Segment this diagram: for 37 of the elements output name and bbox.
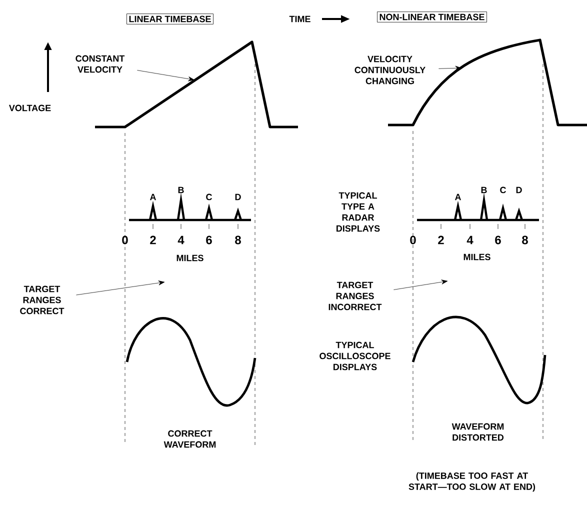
callout-text: TARGET RANGES CORRECT — [20, 286, 64, 314]
scale-number: 0 — [410, 236, 416, 244]
peak-letter: B — [481, 186, 487, 194]
note-text: (TIMEBASE TOO FAST AT START—TOO SLOW AT END) — [408, 472, 536, 492]
scale-number: 8 — [235, 236, 241, 244]
axis-label: MILES — [176, 254, 204, 262]
peak-letter: B — [178, 186, 184, 194]
peak-letter: A — [454, 194, 461, 200]
caption-text: TYPICAL TYPE A RADAR DISPLAYS — [336, 192, 380, 232]
callout-text: CONSTANT VELOCITY — [76, 55, 125, 73]
scale-number: 2 — [438, 236, 444, 244]
leader-line — [137, 70, 194, 82]
title-box: NON-LINEAR TIMEBASE — [377, 12, 487, 22]
scale-number: 0 — [122, 236, 128, 244]
caption-text: CORRECT WAVEFORM — [164, 430, 216, 448]
callout-text: VELOCITY CONTINUOUSLY CHANGING — [354, 56, 426, 84]
axis-label: MILES — [464, 254, 490, 260]
leader-line — [76, 280, 165, 296]
axis-label: VOLTAGE — [8, 104, 51, 112]
callout-text: TARGET RANGES INCORRECT — [328, 282, 382, 310]
scale-number: 8 — [522, 236, 528, 244]
scale-number: 4 — [466, 236, 474, 244]
caption-text: TYPICAL OSCILLOSCOPE DISPLAYS — [320, 342, 390, 370]
scale-number: 4 — [178, 236, 184, 244]
peak-letter: C — [206, 194, 212, 200]
peak-letter: D — [516, 186, 522, 194]
peak-letter: A — [150, 194, 156, 200]
peak-letter: C — [500, 186, 506, 194]
title-box: LINEAR TIMEBASE — [126, 14, 214, 24]
scale-number: 6 — [206, 236, 212, 244]
scale-number: 2 — [150, 236, 156, 244]
scale-number: 6 — [495, 236, 501, 244]
leader-line — [438, 66, 462, 71]
axis-label: TIME — [289, 16, 310, 22]
caption-text: WAVEFORM DISTORTED — [452, 423, 504, 441]
peak-letter: D — [235, 194, 241, 200]
leader-line — [394, 280, 448, 290]
